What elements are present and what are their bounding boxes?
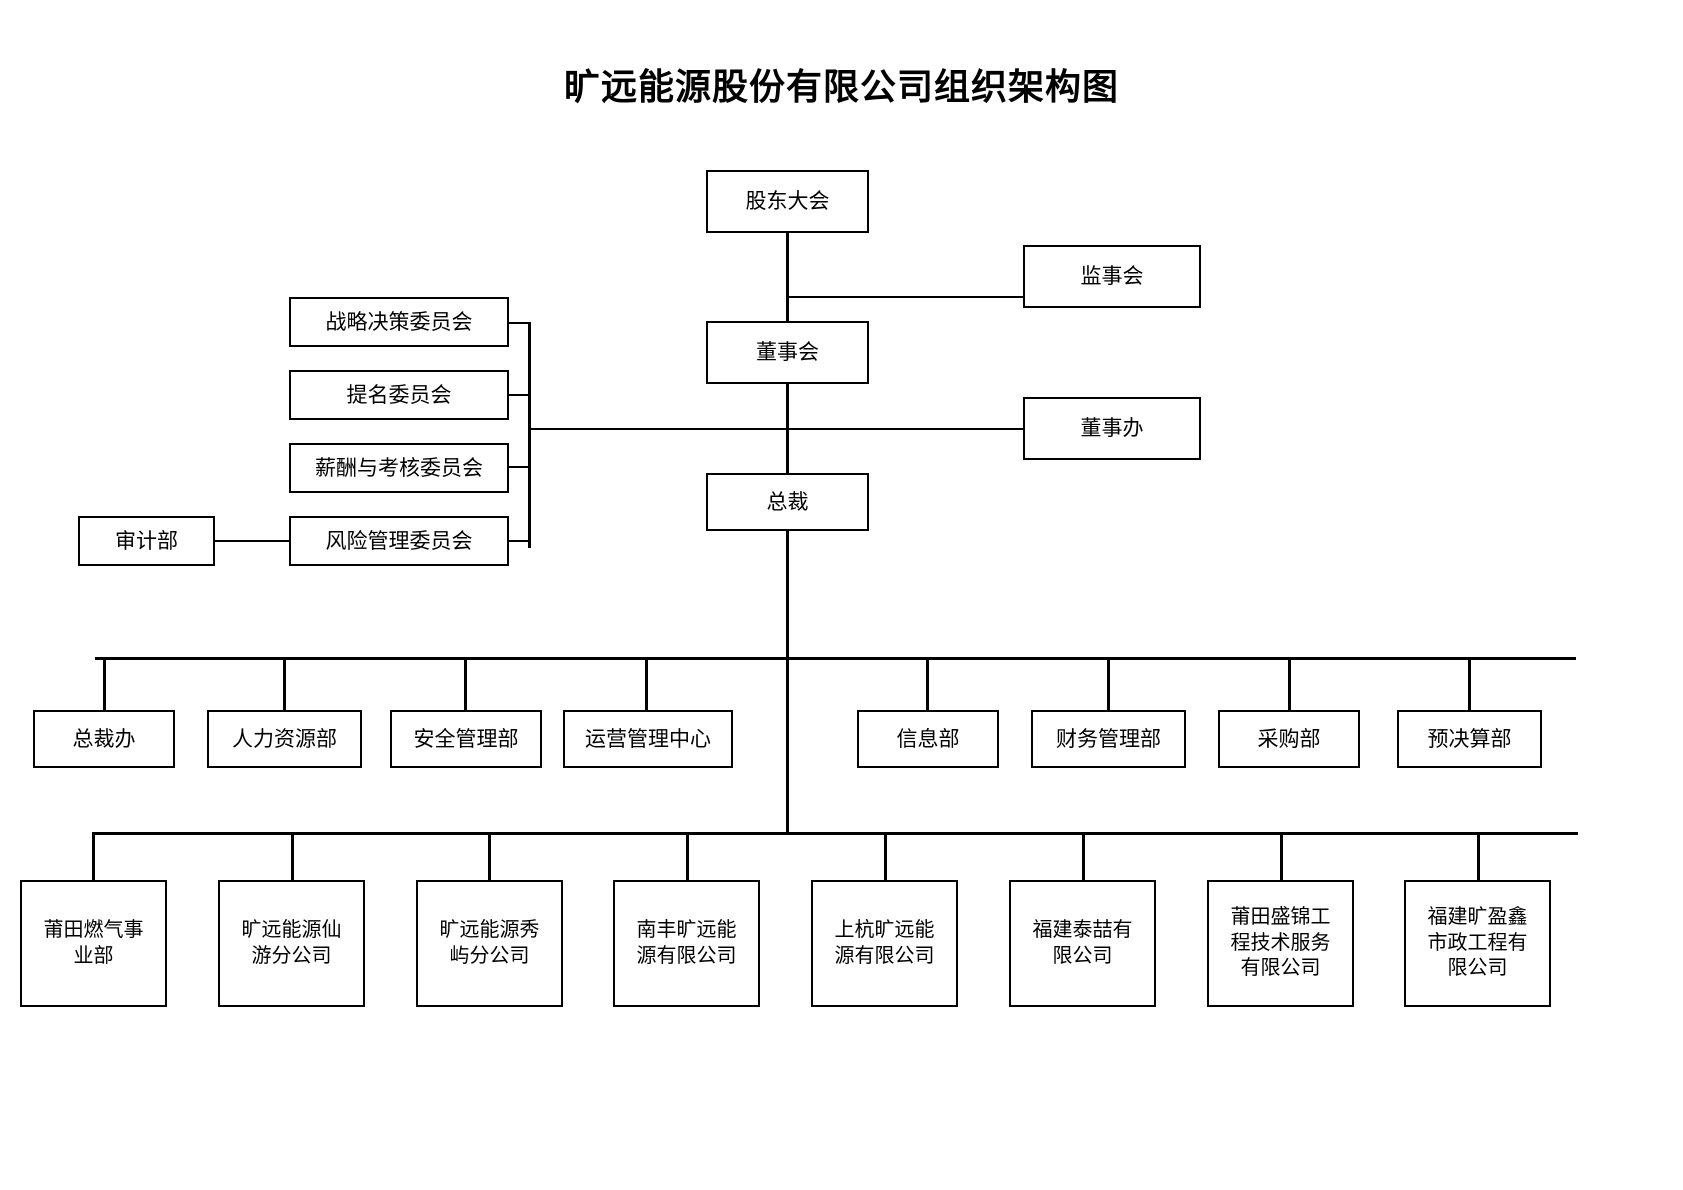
node-label: 安全管理部: [413, 726, 519, 751]
node-board-office[interactable]: 董事办: [1023, 397, 1201, 460]
connector-subsidiary-bus: [93, 832, 1578, 835]
connector-committee-bus: [528, 322, 531, 548]
node-subsidiary-fujian-kuangyingxin[interactable]: 福建旷盈鑫 市政工程有 限公司: [1404, 880, 1551, 1007]
node-label: 预决算部: [1427, 726, 1512, 751]
connector-dept-drop-1: [103, 657, 106, 712]
connector-supervisory-board: [786, 296, 1025, 298]
node-label: 人力资源部: [232, 726, 337, 751]
node-department-procurement[interactable]: 采购部: [1218, 710, 1360, 768]
page-title: 旷远能源股份有限公司组织架构图: [563, 66, 1119, 107]
node-department-presidents-office[interactable]: 总裁办: [33, 710, 175, 768]
connector-spine-president-down: [786, 531, 789, 657]
connector-committee-stub-3: [508, 466, 530, 468]
node-committee-risk[interactable]: 风险管理委员会: [289, 516, 509, 566]
node-subsidiary-nanfeng-energy[interactable]: 南丰旷远能 源有限公司: [613, 880, 760, 1007]
node-subsidiary-xiuyu-branch[interactable]: 旷远能源秀 屿分公司: [416, 880, 563, 1007]
connector-dept-drop-5: [926, 657, 929, 712]
connector-sub-drop-3: [488, 832, 491, 880]
connector-dept-drop-7: [1288, 657, 1291, 712]
node-label: 董事会: [756, 340, 819, 365]
node-shareholders-meeting[interactable]: 股东大会: [706, 170, 869, 233]
node-label: 总裁办: [72, 726, 136, 751]
node-subsidiary-fujian-taizhe[interactable]: 福建泰喆有 限公司: [1009, 880, 1156, 1007]
connector-sub-drop-2: [291, 832, 294, 880]
node-label: 审计部: [115, 528, 178, 553]
connector-committee-stub-4: [508, 540, 530, 542]
connector-department-bus: [95, 657, 1576, 660]
node-department-safety-management[interactable]: 安全管理部: [390, 710, 542, 768]
node-department-finance-management[interactable]: 财务管理部: [1031, 710, 1186, 768]
node-label: 监事会: [1080, 264, 1144, 289]
node-label: 信息部: [896, 726, 960, 751]
node-label: 福建泰喆有 限公司: [1032, 918, 1133, 967]
connector-sub-drop-7: [1280, 832, 1283, 880]
node-label: 福建旷盈鑫 市政工程有 限公司: [1427, 906, 1528, 980]
node-label: 莆田盛锦工 程技术服务 有限公司: [1230, 906, 1331, 980]
connector-sub-drop-8: [1477, 832, 1480, 880]
node-label: 董事办: [1080, 416, 1144, 441]
node-supervisory-board[interactable]: 监事会: [1023, 245, 1201, 308]
node-label: 提名委员会: [346, 382, 452, 407]
node-committee-compensation[interactable]: 薪酬与考核委员会: [289, 443, 509, 493]
node-label: 莆田燃气事 业部: [43, 918, 144, 967]
node-board-of-directors[interactable]: 董事会: [706, 321, 869, 384]
node-subsidiary-putian-shengjin[interactable]: 莆田盛锦工 程技术服务 有限公司: [1207, 880, 1354, 1007]
node-label: 股东大会: [745, 189, 830, 214]
node-department-operations-center[interactable]: 运营管理中心: [563, 710, 733, 768]
connector-board-office: [529, 428, 1025, 430]
connector-dept-drop-3: [464, 657, 467, 712]
connector-committee-stub-1: [508, 322, 530, 324]
node-label: 南丰旷远能 源有限公司: [636, 918, 737, 967]
node-label: 旷远能源秀 屿分公司: [439, 918, 540, 967]
connector-sub-drop-4: [686, 832, 689, 880]
node-audit-department[interactable]: 审计部: [78, 516, 215, 566]
node-label: 战略决策委员会: [325, 309, 473, 334]
connector-dept-drop-8: [1468, 657, 1471, 712]
node-department-budget[interactable]: 预决算部: [1397, 710, 1542, 768]
node-department-information[interactable]: 信息部: [857, 710, 999, 768]
connector-sub-drop-1: [92, 832, 95, 880]
node-committee-nomination[interactable]: 提名委员会: [289, 370, 509, 420]
node-president[interactable]: 总裁: [706, 473, 869, 531]
node-subsidiary-putian-gas[interactable]: 莆田燃气事 业部: [20, 880, 167, 1007]
node-label: 采购部: [1257, 726, 1321, 751]
node-subsidiary-shanghang-energy[interactable]: 上杭旷远能 源有限公司: [811, 880, 958, 1007]
node-label: 运营管理中心: [585, 726, 711, 751]
connector-dept-drop-2: [283, 657, 286, 712]
connector-sub-drop-6: [1082, 832, 1085, 880]
connector-spine-mid: [786, 657, 789, 834]
node-label: 薪酬与考核委员会: [315, 455, 483, 480]
node-label: 上杭旷远能 源有限公司: [834, 918, 935, 967]
connector-audit: [214, 540, 290, 542]
connector-committee-stub-2: [508, 394, 530, 396]
node-department-human-resources[interactable]: 人力资源部: [207, 710, 362, 768]
node-committee-strategy[interactable]: 战略决策委员会: [289, 297, 509, 347]
node-label: 总裁: [766, 489, 809, 514]
node-label: 旷远能源仙 游分公司: [241, 918, 342, 967]
connector-sub-drop-5: [884, 832, 887, 880]
connector-dept-drop-6: [1107, 657, 1110, 712]
connector-dept-drop-4: [645, 657, 648, 712]
node-label: 财务管理部: [1056, 726, 1161, 751]
node-label: 风险管理委员会: [325, 528, 473, 553]
node-subsidiary-xianyou-branch[interactable]: 旷远能源仙 游分公司: [218, 880, 365, 1007]
